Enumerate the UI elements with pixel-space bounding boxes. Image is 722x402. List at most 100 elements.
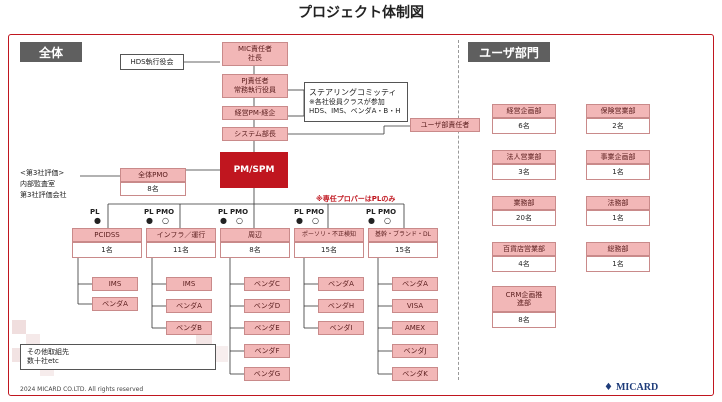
- team-header: ポーソリ・不正検知: [294, 228, 364, 242]
- other-partners-label: その他取組先: [27, 347, 69, 356]
- pl-only-note: ※専任プロパーはPLのみ: [316, 195, 396, 203]
- role-pmo-4: PMO: [306, 208, 325, 216]
- vendor-box: IMS: [166, 277, 212, 291]
- person-icon: ●: [94, 216, 101, 225]
- vendor-box: ベンダI: [318, 321, 364, 335]
- decor-block: [12, 320, 26, 334]
- vendor-box: ベンダH: [318, 299, 364, 313]
- team-count: 1名: [72, 242, 142, 258]
- dept-count: 1名: [586, 256, 650, 272]
- pj-title: 常務執行役員: [234, 86, 276, 94]
- keiei-pm-box: 経営PM-経企: [222, 106, 288, 120]
- dept-header: 業務部: [492, 196, 556, 210]
- person-outline-icon: ○: [312, 216, 319, 225]
- vendor-box: ベンダD: [244, 299, 290, 313]
- dept-header: 総務部: [586, 242, 650, 256]
- logo-text: MICARD: [615, 382, 659, 393]
- vendor-box: ベンダB: [166, 321, 212, 335]
- role-pl-3: PL: [218, 208, 228, 216]
- person-outline-icon: ○: [162, 216, 169, 225]
- copyright-text: 2024 MICARD CO.LTD. All rights reserved: [20, 386, 144, 393]
- dept-count: 1名: [586, 210, 650, 226]
- dept-header: 法人営業部: [492, 150, 556, 164]
- vendor-box: ベンダJ: [392, 344, 438, 358]
- pj-role: PJ責任者: [241, 77, 269, 86]
- dept-header-crm: CRM企画推進部: [492, 286, 556, 312]
- dept-header: 事業企画部: [586, 150, 650, 164]
- dept-header: 百貨店営業部: [492, 242, 556, 256]
- role-pl-1: PL: [90, 208, 100, 216]
- mic-title: 社長: [248, 54, 262, 62]
- pj-manager-box: PJ責任者 常務執行役員: [222, 74, 288, 98]
- third-party-item: 内部監査室: [20, 180, 55, 189]
- person-outline-icon: ○: [236, 216, 243, 225]
- micard-logo: ♦ MICARD: [604, 382, 658, 393]
- role-pmo-3: PMO: [230, 208, 249, 216]
- role-pl-2: PL: [144, 208, 154, 216]
- dept-header: 保険営業部: [586, 104, 650, 118]
- page-title: プロジェクト体制図: [298, 5, 424, 21]
- section-header-user: ユーザ部門: [468, 42, 550, 62]
- system-manager-box: システム部長: [222, 127, 288, 141]
- hds-board-box: HDS執行役会: [120, 54, 184, 70]
- third-party-item: 第3社評価会社: [20, 191, 67, 200]
- team-header: 基幹・ブランド・DL: [368, 228, 438, 242]
- dept-header: 法務部: [586, 196, 650, 210]
- mic-role: MIC責任者: [238, 45, 272, 54]
- role-pl-4: PL: [294, 208, 304, 216]
- decor-block: [212, 346, 228, 362]
- divider: [458, 40, 459, 380]
- dept-count: 2名: [586, 118, 650, 134]
- pmo-count: 8名: [120, 182, 186, 196]
- steering-committee-box: ステアリングコミッティ ※各社役員クラスが参加 HDS、IMS、ベンダA・B・H: [304, 82, 408, 122]
- other-partners-box: その他取組先 数十社etc: [20, 344, 216, 370]
- person-icon: ●: [296, 216, 303, 225]
- role-pl-5: PL: [366, 208, 376, 216]
- vendor-box: ベンダE: [244, 321, 290, 335]
- team-count: 8名: [220, 242, 290, 258]
- vendor-box: ベンダF: [244, 344, 290, 358]
- team-header: PCIDSS: [72, 228, 142, 242]
- dept-count: 6名: [492, 118, 556, 134]
- role-pmo-5: PMO: [378, 208, 397, 216]
- person-icon: ●: [368, 216, 375, 225]
- vendor-box: ベンダA: [318, 277, 364, 291]
- dept-header: CRM企画推進部: [505, 290, 543, 307]
- person-icon: ●: [146, 216, 153, 225]
- dept-count: 3名: [492, 164, 556, 180]
- dept-header: 経営企画部: [492, 104, 556, 118]
- vendor-box: ベンダA: [166, 299, 212, 313]
- vendor-box: VISA: [392, 299, 438, 313]
- vendor-box: IMS: [92, 277, 138, 291]
- vendor-box: ベンダA: [392, 277, 438, 291]
- dept-count: 20名: [492, 210, 556, 226]
- dept-count: 1名: [586, 164, 650, 180]
- other-partners-count: 数十社etc: [27, 357, 59, 365]
- third-party-title: <第3社評価>: [20, 169, 65, 177]
- section-header-all: 全体: [20, 42, 82, 62]
- user-manager-box: ユーザ部責任者: [410, 118, 480, 132]
- dept-count: 4名: [492, 256, 556, 272]
- team-header: インフラ／運行: [146, 228, 216, 242]
- steering-title: ステアリングコミッティ: [309, 87, 397, 97]
- team-count: 15名: [294, 242, 364, 258]
- vendor-box: ベンダK: [392, 367, 438, 381]
- steering-note: ※各社役員クラスが参加: [309, 98, 385, 107]
- vendor-box: ベンダA: [92, 297, 138, 311]
- team-count: 11名: [146, 242, 216, 258]
- vendor-box: ベンダG: [244, 367, 290, 381]
- slide-frame: [8, 34, 714, 396]
- steering-members: HDS、IMS、ベンダA・B・H: [309, 107, 401, 116]
- pm-spm-box: PM/SPM: [220, 152, 288, 188]
- person-outline-icon: ○: [384, 216, 391, 225]
- third-party-box: <第3社評価> 内部監査室 第3社評価会社: [20, 168, 80, 212]
- vendor-box: ベンダC: [244, 277, 290, 291]
- team-header: 周辺: [220, 228, 290, 242]
- mic-manager-box: MIC責任者 社長: [222, 42, 288, 66]
- logo-icon: ♦: [604, 382, 613, 393]
- role-pmo-2: PMO: [156, 208, 175, 216]
- dept-count: 8名: [492, 312, 556, 328]
- person-icon: ●: [220, 216, 227, 225]
- pmo-box: 全体PMO: [120, 168, 186, 182]
- team-count: 15名: [368, 242, 438, 258]
